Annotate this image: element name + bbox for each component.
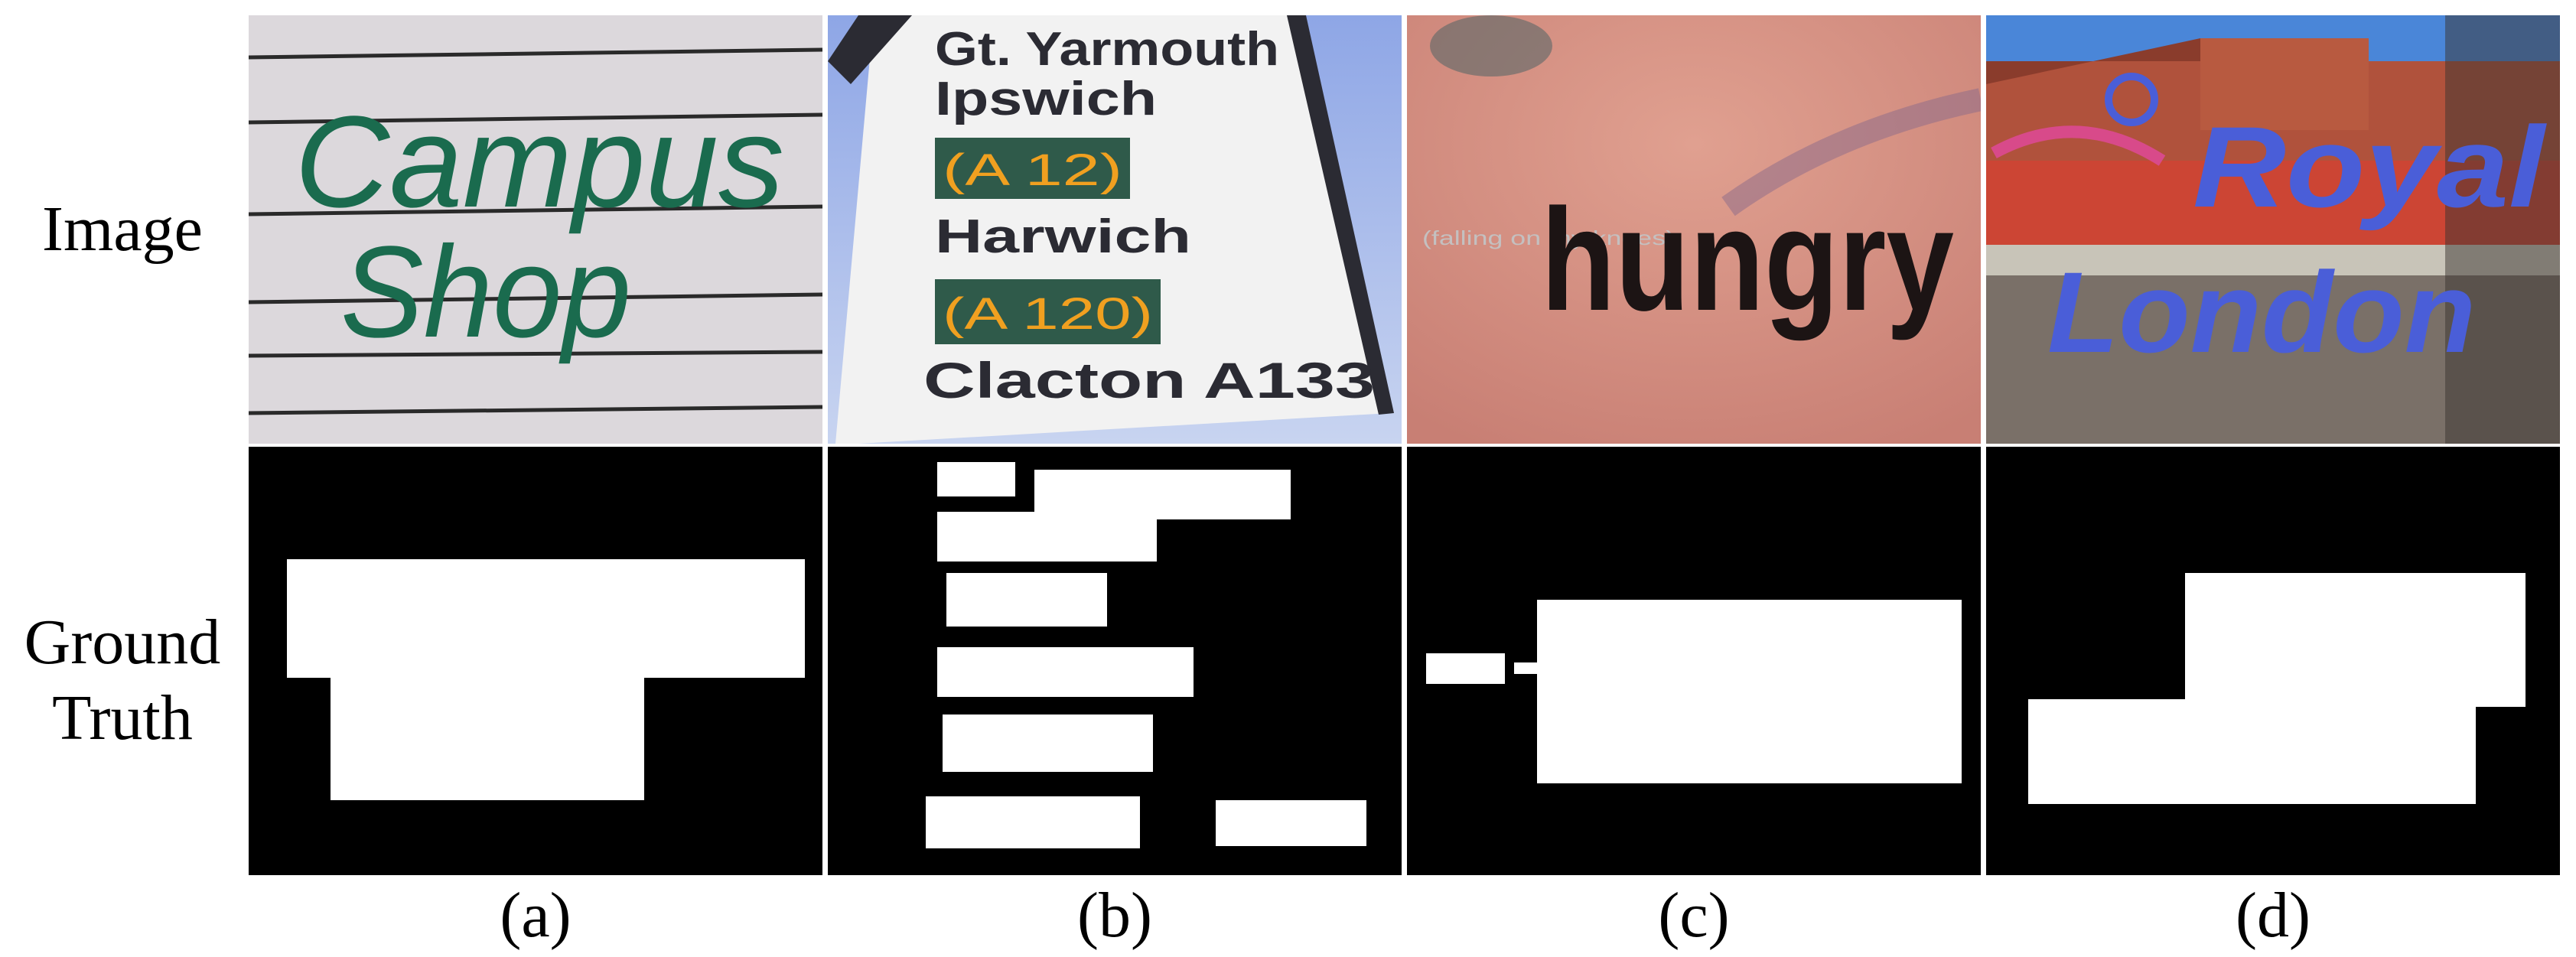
panel-b-text-5: (A 120) <box>943 289 1153 339</box>
panel-c-mask-3 <box>1537 600 1962 783</box>
panel-c-text-1: (falling on my knees) <box>1422 226 1675 249</box>
panel-b-mask-2 <box>937 470 1291 562</box>
panel-a-text-1: Campus <box>295 90 784 235</box>
panel-b-mask-1 <box>937 462 1015 496</box>
panel-b-text-3: (A 12) <box>943 145 1122 195</box>
panel-a-text-2: Shop <box>340 220 631 365</box>
panel-b-mask-4 <box>937 647 1194 697</box>
row-label-image: Image <box>0 191 245 267</box>
panel-d-text-1: Royal <box>2193 103 2548 231</box>
panel-d-ground-truth <box>1986 447 2560 875</box>
panel-b-mask-7 <box>1216 800 1366 846</box>
row-label-ground-truth: Ground Truth <box>0 604 245 756</box>
caption-b: (b) <box>1077 880 1152 951</box>
caption-a: (a) <box>500 880 572 951</box>
panel-c-mask-1 <box>1426 653 1505 684</box>
caption-d: (d) <box>2236 880 2311 951</box>
caption-c: (c) <box>1658 880 1730 951</box>
panel-d-text-2: London <box>2047 248 2476 376</box>
panel-b-mask-3 <box>946 573 1107 627</box>
panel-a-image: Campus Shop <box>249 15 822 444</box>
panel-b-mask-5 <box>943 714 1153 772</box>
panel-d-mask <box>2028 573 2526 804</box>
panel-d-image: Royal London <box>1986 15 2560 444</box>
panel-c-image: (falling on my knees) hungry <box>1407 15 1981 444</box>
panel-b-image: Gt. Yarmouth Ipswich Harwich Clacton A13… <box>828 15 1402 444</box>
panel-c-ground-truth <box>1407 447 1981 875</box>
panel-c-text-2: hungry <box>1541 179 1954 341</box>
panel-b-mask-6 <box>926 796 1140 848</box>
panel-b-text-1: Gt. Yarmouth <box>935 23 1279 76</box>
panel-b-ground-truth <box>828 447 1402 875</box>
row-label-image-text: Image <box>42 194 203 265</box>
row-label-ground-truth-line1: Ground <box>24 607 221 678</box>
panel-a-ground-truth <box>249 447 822 875</box>
panel-b-text-6: Clacton A133 <box>923 352 1375 409</box>
panel-b-text-2: Ipswich <box>935 73 1157 125</box>
row-label-ground-truth-line2: Truth <box>52 682 193 754</box>
panel-b-text-4: Harwich <box>935 210 1191 263</box>
panel-a-mask <box>287 559 805 800</box>
panel-c-mask-2 <box>1514 662 1537 674</box>
